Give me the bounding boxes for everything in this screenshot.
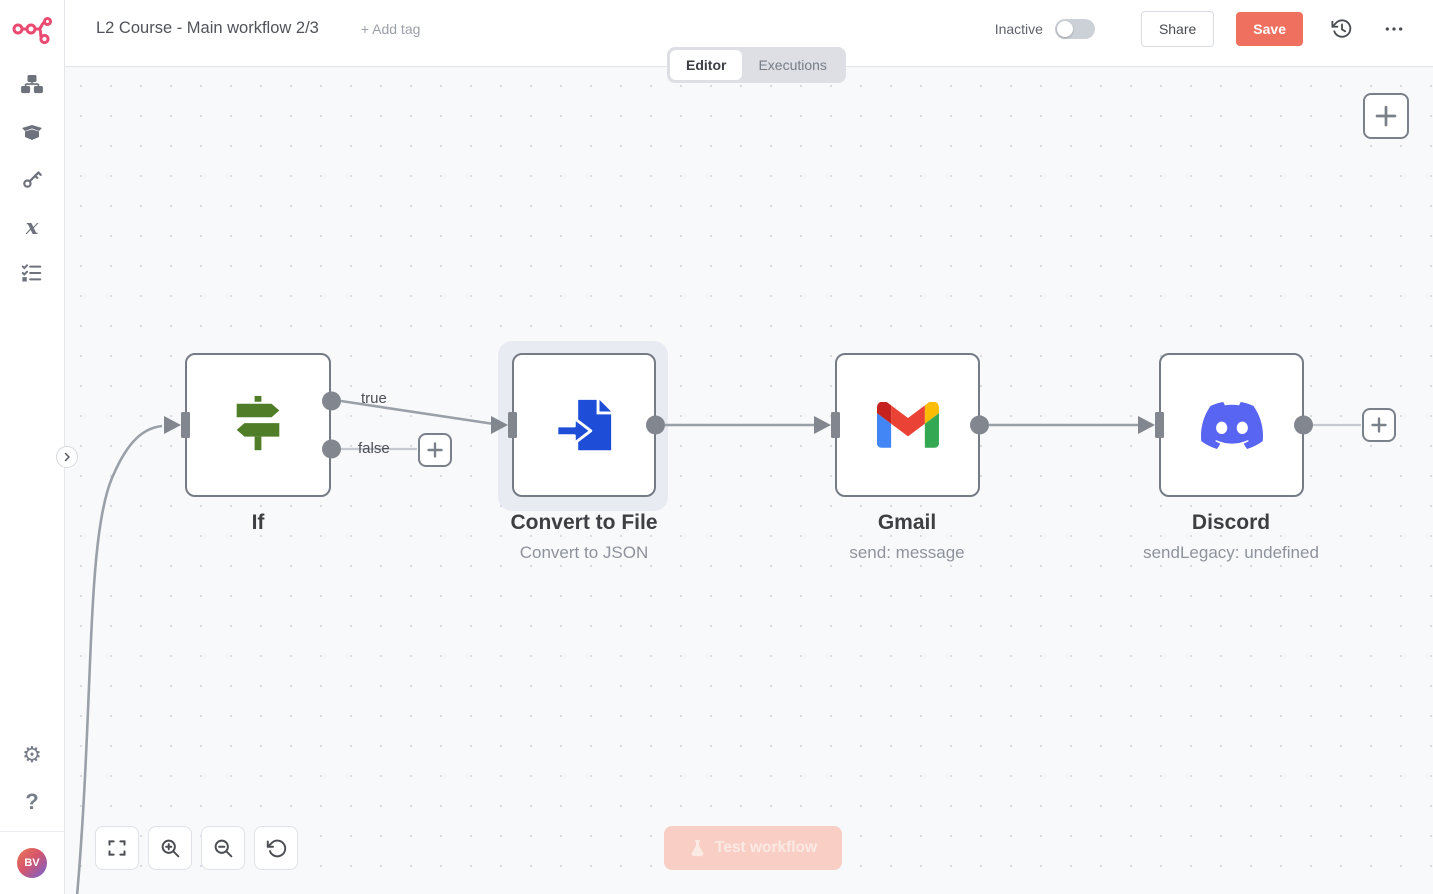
node-discord-subtitle: sendLegacy: undefined <box>1143 543 1319 562</box>
gmail-icon <box>876 402 939 448</box>
settings-gear-icon[interactable]: ⚙ <box>17 740 47 770</box>
history-icon[interactable] <box>1329 16 1355 42</box>
variables-glyph: x <box>25 213 39 239</box>
flask-icon <box>691 839 704 856</box>
add-node-button[interactable] <box>1363 93 1409 139</box>
workflow-title[interactable]: L2 Course - Main workflow 2/3 <box>96 19 319 37</box>
sidebar-divider <box>0 831 64 832</box>
toggle-knob <box>1056 20 1073 37</box>
left-sidebar: x ⚙ ? BV <box>0 0 65 894</box>
user-avatar[interactable]: BV <box>17 848 47 878</box>
top-header: L2 Course - Main workflow 2/3 + Add tag … <box>65 0 1433 66</box>
node-if[interactable] <box>185 353 331 497</box>
tab-editor[interactable]: Editor <box>670 50 743 80</box>
test-workflow-label: Test workflow <box>714 839 818 856</box>
add-node-after-discord-button[interactable] <box>1362 408 1396 442</box>
zoom-out-button[interactable] <box>201 826 245 870</box>
active-toggle[interactable] <box>1054 18 1095 39</box>
sidebar-bottom: ⚙ ? BV <box>0 740 64 894</box>
false-branch-label: false <box>358 440 390 457</box>
help-icon[interactable]: ? <box>17 787 47 817</box>
header-actions: Inactive Share Save <box>994 10 1407 47</box>
node-if-label: If <box>251 511 265 534</box>
node-discord[interactable] <box>1159 353 1304 497</box>
sidebar-nav: x <box>17 70 47 288</box>
insights-checklist-icon[interactable] <box>17 258 47 288</box>
undo-rotate-icon <box>266 839 286 857</box>
test-workflow-button[interactable]: Test workflow <box>664 826 842 870</box>
help-glyph: ? <box>25 789 39 814</box>
chevron-right-icon <box>64 452 70 462</box>
convert-to-file-icon <box>555 399 612 451</box>
reset-zoom-button[interactable] <box>254 826 298 870</box>
plus-icon <box>1375 105 1397 127</box>
true-branch-label: true <box>361 390 387 407</box>
save-button[interactable]: Save <box>1236 11 1303 46</box>
gear-glyph: ⚙ <box>22 742 42 767</box>
node-gmail[interactable] <box>835 353 980 497</box>
if-signpost-icon <box>236 395 280 451</box>
plus-icon <box>1371 417 1387 433</box>
editor-executions-tabs: Editor Executions <box>667 47 846 83</box>
tab-executions[interactable]: Executions <box>758 57 827 73</box>
node-convert-label: Convert to File <box>510 511 658 534</box>
zoom-in-icon <box>161 839 179 857</box>
fit-view-icon <box>108 840 126 856</box>
share-button[interactable]: Share <box>1140 10 1215 47</box>
templates-box-icon[interactable] <box>17 117 47 147</box>
add-node-false-branch-button[interactable] <box>418 433 452 467</box>
add-tag-button[interactable]: + Add tag <box>360 20 421 37</box>
node-gmail-label: Gmail <box>877 511 937 534</box>
node-discord-label: Discord <box>1191 511 1271 534</box>
more-options-icon[interactable] <box>1381 16 1407 42</box>
variables-x-icon[interactable]: x <box>17 211 47 241</box>
node-convert-subtitle: Convert to JSON <box>519 543 649 562</box>
discord-icon <box>1200 401 1263 449</box>
n8n-logo-icon[interactable] <box>12 14 52 44</box>
node-gmail-subtitle: send: message <box>849 543 965 562</box>
plus-icon <box>427 442 443 458</box>
zoom-to-fit-button[interactable] <box>95 826 139 870</box>
sidebar-expand-chevron[interactable] <box>56 446 78 468</box>
status-label: Inactive <box>994 20 1043 37</box>
canvas-zoom-controls <box>95 826 298 870</box>
node-convert-to-file[interactable] <box>512 353 656 497</box>
zoom-in-button[interactable] <box>148 826 192 870</box>
credentials-key-icon[interactable] <box>17 164 47 194</box>
workflows-icon[interactable] <box>17 70 47 100</box>
zoom-out-icon <box>214 839 232 857</box>
